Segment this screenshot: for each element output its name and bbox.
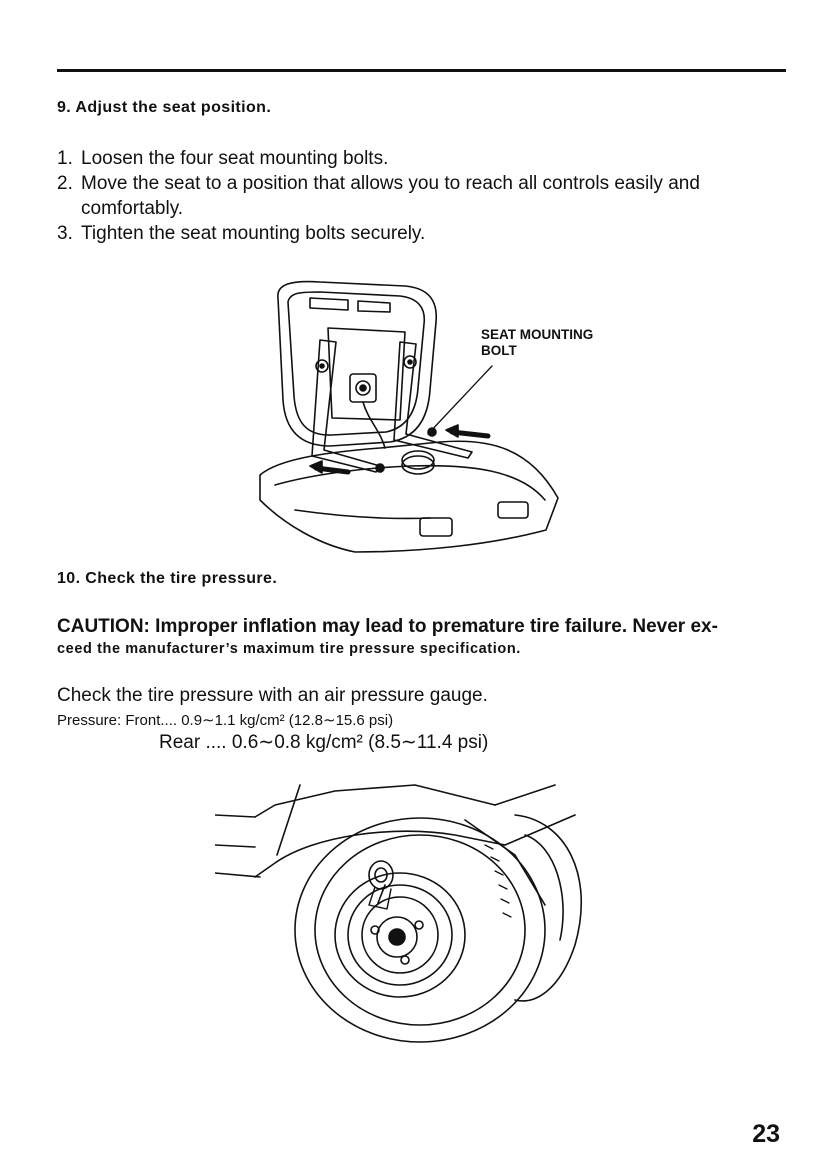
caution-continuation: ceed the manufacturer’s maximum tire pre… xyxy=(57,641,521,657)
seat-bolt-callout: SEAT MOUNTING BOLT xyxy=(481,327,593,359)
step-9-heading: 9. Adjust the seat position. xyxy=(57,99,272,116)
list-item: 1. Loosen the four seat mounting bolts. xyxy=(57,146,792,171)
list-item-text: Loosen the four seat mounting bolts. xyxy=(81,148,389,169)
caution-main-line: CAUTION: Improper inflation may lead to … xyxy=(57,615,792,639)
list-item-text: Move the seat to a position that allows … xyxy=(81,173,700,219)
list-item: 2. Move the seat to a position that allow… xyxy=(57,171,792,221)
pressure-front: Pressure: Front.... 0.9∼1.1 kg/cm² (12.8… xyxy=(57,712,394,729)
list-item-text: Tighten the seat mounting bolts securely… xyxy=(81,223,426,244)
list-item-number: 3. xyxy=(57,223,73,244)
caution-label: CAUTION: xyxy=(57,616,150,637)
step-10-heading: 10. Check the tire pressure. xyxy=(57,570,278,587)
list-item-number: 2. xyxy=(57,173,73,194)
tire-illustration xyxy=(215,784,583,1043)
seat-steps-list: 1. Loosen the four seat mounting bolts. 2… xyxy=(57,146,792,246)
pressure-spec: Pressure: Front.... 0.9∼1.1 kg/cm² (12.8… xyxy=(57,710,488,753)
list-item: 3. Tighten the seat mounting bolts secure… xyxy=(57,221,792,246)
pressure-rear: Rear .... 0.6∼0.8 kg/cm² (8.5∼11.4 psi) xyxy=(159,732,489,753)
seat-illustration xyxy=(259,280,559,553)
callout-line: SEAT MOUNTING xyxy=(481,327,594,342)
header-rule xyxy=(57,69,786,72)
caution-block: CAUTION: Improper inflation may lead to … xyxy=(57,615,792,659)
list-item-number: 1. xyxy=(57,148,73,169)
callout-line: BOLT xyxy=(481,343,517,358)
check-instruction: Check the tire pressure with an air pres… xyxy=(57,685,488,706)
caution-text: Improper inflation may lead to premature… xyxy=(155,616,718,637)
page-number: 23 xyxy=(752,1120,780,1148)
